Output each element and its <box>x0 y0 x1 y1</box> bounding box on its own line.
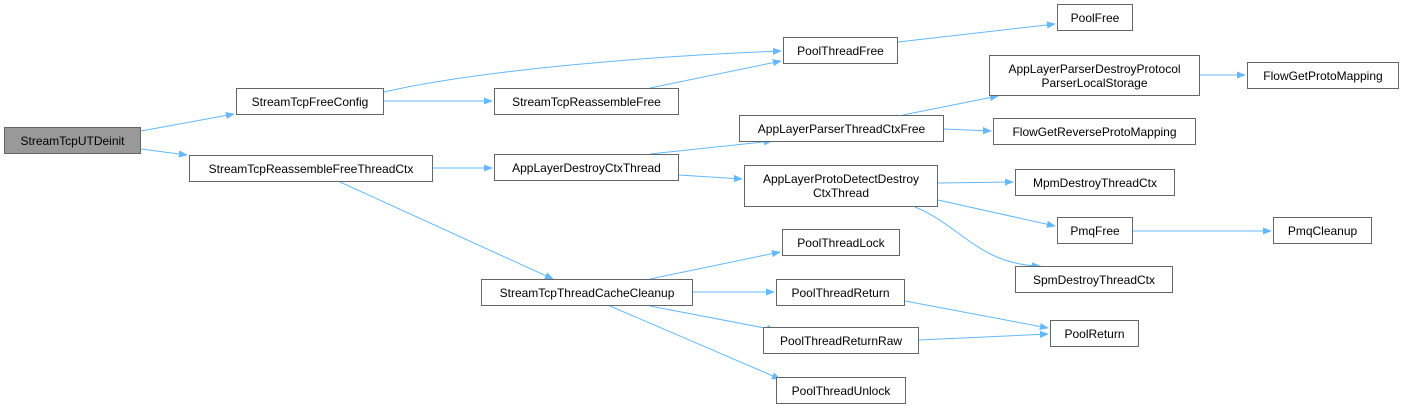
node-pool-thread-return-raw[interactable]: PoolThreadReturnRaw <box>763 327 919 354</box>
node-app-layer-destroy-ctx-thread[interactable]: AppLayerDestroyCtxThread <box>494 154 679 181</box>
edge-free-config-to-pool-thread-free <box>383 47 782 93</box>
edge-parser-thread-ctx-free-to-flow-get-reverse <box>943 127 992 135</box>
edge-proto-detect-destroy-to-spm-destroy <box>914 206 1041 270</box>
node-pool-return[interactable]: PoolReturn <box>1050 320 1139 347</box>
node-stream-tcp-ut-deinit[interactable]: StreamTcpUTDeinit <box>4 127 141 154</box>
node-pool-thread-return[interactable]: PoolThreadReturn <box>776 279 905 306</box>
edge-pool-thread-free-to-pool-free <box>897 21 1056 43</box>
edge-root-to-free-config <box>140 111 235 132</box>
node-stream-tcp-reassemble-free-thread-ctx[interactable]: StreamTcpReassembleFreeThreadCtx <box>189 155 433 182</box>
node-flow-get-reverse-proto-mapping[interactable]: FlowGetReverseProtoMapping <box>993 118 1196 145</box>
node-stream-tcp-thread-cache-cleanup[interactable]: StreamTcpThreadCacheCleanup <box>481 279 693 306</box>
node-pool-thread-unlock[interactable]: PoolThreadUnlock <box>776 377 906 404</box>
node-pmq-free[interactable]: PmqFree <box>1057 217 1133 244</box>
node-pool-thread-free[interactable]: PoolThreadFree <box>783 37 898 64</box>
edge-root-to-reassemble-free-thread-ctx <box>140 148 188 158</box>
edge-pool-thread-return-to-pool-return <box>904 300 1049 331</box>
edge-destroy-ctx-thread-to-proto-detect-destroy <box>678 174 743 183</box>
node-app-layer-parser-destroy-protocol-parser-local-storage[interactable]: AppLayerParserDestroyProtocol ParserLoca… <box>989 55 1200 96</box>
edge-destroy-ctx-thread-to-parser-thread-ctx-free <box>649 138 773 155</box>
node-stream-tcp-free-config[interactable]: StreamTcpFreeConfig <box>236 88 384 115</box>
node-mpm-destroy-thread-ctx[interactable]: MpmDestroyThreadCtx <box>1015 169 1175 196</box>
edge-pool-thread-return-raw-to-pool-return <box>918 330 1049 341</box>
edge-proto-detect-destroy-to-pmq-free <box>937 199 1056 228</box>
node-stream-tcp-reassemble-free[interactable]: StreamTcpReassembleFree <box>494 88 679 115</box>
node-flow-get-proto-mapping[interactable]: FlowGetProtoMapping <box>1247 62 1399 89</box>
edge-thread-cache-cleanup-to-pool-thread-lock <box>649 250 781 280</box>
node-app-layer-proto-detect-destroy-ctx-thread[interactable]: AppLayerProtoDetectDestroy CtxThread <box>744 165 938 207</box>
edge-thread-cache-cleanup-to-pool-thread-unlock <box>609 305 781 380</box>
node-pmq-cleanup[interactable]: PmqCleanup <box>1273 217 1372 244</box>
edge-reassemble-free-to-pool-thread-free <box>649 59 782 89</box>
edge-thread-cache-cleanup-to-pool-thread-return-raw <box>649 305 776 333</box>
edge-parser-thread-ctx-free-to-parser-destroy-protocol <box>902 94 999 116</box>
edge-proto-detect-destroy-to-mpm-destroy <box>937 178 1014 186</box>
node-pool-thread-lock[interactable]: PoolThreadLock <box>782 229 900 256</box>
node-pool-free[interactable]: PoolFree <box>1057 4 1133 31</box>
node-app-layer-parser-thread-ctx-free[interactable]: AppLayerParserThreadCtxFree <box>739 115 944 142</box>
edge-reassemble-free-thread-ctx-to-thread-cache-cleanup <box>339 181 554 280</box>
node-spm-destroy-thread-ctx[interactable]: SpmDestroyThreadCtx <box>1015 266 1173 293</box>
